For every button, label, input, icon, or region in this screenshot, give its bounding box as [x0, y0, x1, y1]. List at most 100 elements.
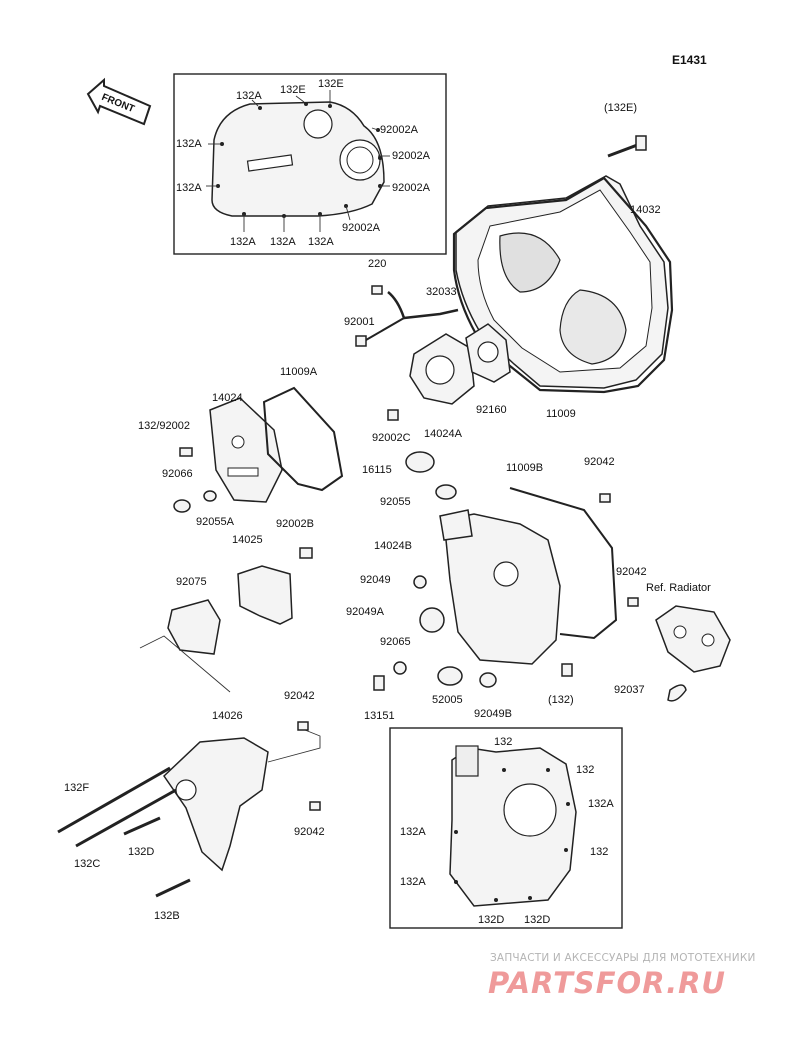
plug-92066	[173, 499, 191, 513]
ring-52005	[437, 666, 463, 686]
switch-13151	[373, 675, 385, 691]
bolt-132b	[155, 878, 191, 898]
callout-label: 132B	[154, 910, 180, 922]
guard-14026	[163, 737, 269, 872]
callout-label: 132A	[236, 90, 262, 102]
callout-label: 132A	[588, 798, 614, 810]
cover-leader-lines	[206, 90, 390, 232]
callout-label: 92049	[360, 574, 391, 586]
callout-label: 14032	[630, 204, 661, 216]
radiator-housing	[655, 605, 731, 673]
callout-label: 92066	[162, 468, 193, 480]
callout-label: 132	[576, 764, 595, 776]
callout-label: 92160	[476, 404, 507, 416]
crankcase-cover-14032	[455, 175, 669, 389]
filler-cap-16115	[405, 451, 435, 473]
callout-label: 92049B	[474, 708, 512, 720]
callout-label: 11009A	[280, 366, 318, 378]
callout-label: (132E)	[604, 102, 638, 114]
bolt-132e	[607, 135, 647, 158]
bolt-92002b	[299, 547, 313, 559]
callout-label: 132D	[478, 914, 505, 926]
bracket-14025	[237, 565, 293, 625]
callout-label: 132/92002	[138, 420, 190, 432]
pad-92075	[167, 599, 221, 655]
callout-label: 32033	[426, 286, 457, 298]
callout-label: 132E	[280, 84, 306, 96]
bolt-220	[371, 285, 383, 295]
clutch-cover-outline	[211, 101, 385, 217]
callout-label: 92002A	[342, 222, 380, 234]
callout-label: 92065	[380, 636, 411, 648]
clip-92037	[667, 684, 687, 702]
callout-label: 92055	[380, 496, 411, 508]
watermark-logo: PARTSFOR.RU	[488, 966, 726, 1000]
inner-cover-bolt-pattern-frame	[389, 727, 623, 929]
callout-label: 132A	[176, 138, 202, 150]
callout-label: 132E	[318, 78, 344, 90]
bolt-132-92002	[179, 447, 193, 457]
callout-label: 132A	[308, 236, 334, 248]
callout-label: 14024	[212, 392, 243, 404]
callout-label: 11009	[546, 408, 576, 420]
bolt-92002c	[387, 409, 399, 421]
gasket-11009a	[262, 386, 344, 492]
callout-label: 132F	[64, 782, 90, 794]
callout-label: Ref. Radiator	[646, 582, 711, 594]
oring-92055	[435, 484, 457, 500]
inner-cover-outline	[449, 745, 577, 907]
callout-label: 92002A	[392, 182, 430, 194]
pin-92042-right	[627, 597, 639, 607]
diagram-code: E1431	[672, 53, 707, 67]
callout-label: 92042	[294, 826, 325, 838]
callout-label: 92002B	[276, 518, 314, 530]
cover-bolt-pattern-frame	[173, 73, 447, 255]
seal-92049a	[419, 607, 445, 633]
callout-label: 92042	[284, 690, 315, 702]
washer-92065	[393, 661, 407, 675]
callout-label: 92042	[616, 566, 647, 578]
callout-label: 132A	[176, 182, 202, 194]
bolt-92001	[355, 335, 367, 347]
callout-label: 132A	[230, 236, 256, 248]
seal-92160	[465, 323, 511, 383]
callout-label: 92075	[176, 576, 207, 588]
cover-bolt-dots	[216, 102, 382, 218]
callout-label: 220	[368, 258, 387, 270]
oring-92055a	[203, 490, 217, 502]
callout-label: 92037	[614, 684, 645, 696]
callout-label: 14024B	[374, 540, 412, 552]
seal-92049	[413, 575, 427, 589]
callout-label: 13151	[364, 710, 395, 722]
callout-label: 132A	[270, 236, 296, 248]
gasket-11009b	[509, 487, 618, 640]
callout-label: 14024A	[424, 428, 462, 440]
callout-label: (132)	[548, 694, 574, 706]
callout-label: 92002A	[392, 150, 430, 162]
inner-cover-bolt-dots	[454, 768, 570, 902]
callout-label: 132D	[524, 914, 551, 926]
callout-label: 92002C	[372, 432, 411, 444]
callout-label: 92049A	[346, 606, 384, 618]
callout-label: 132A	[400, 826, 426, 838]
callout-label: 14026	[212, 710, 243, 722]
callout-label: 92002A	[380, 124, 418, 136]
callout-label: 92001	[344, 316, 375, 328]
front-arrow-icon	[86, 77, 152, 126]
bolt-132-paren	[561, 663, 573, 677]
cover-14024a	[409, 333, 475, 405]
pin-92042-bottom	[309, 801, 321, 811]
cover-14024b	[439, 509, 561, 665]
seal-92049b	[479, 672, 497, 688]
callout-label: 14025	[232, 534, 263, 546]
callout-label: 16115	[362, 464, 392, 476]
callout-label: 132A	[400, 876, 426, 888]
callout-label: 92042	[584, 456, 615, 468]
callout-label: 132	[494, 736, 513, 748]
cover-14024	[209, 397, 283, 503]
callout-label: 52005	[432, 694, 463, 706]
callout-label: 132D	[128, 846, 155, 858]
callout-label: 132C	[74, 858, 101, 870]
